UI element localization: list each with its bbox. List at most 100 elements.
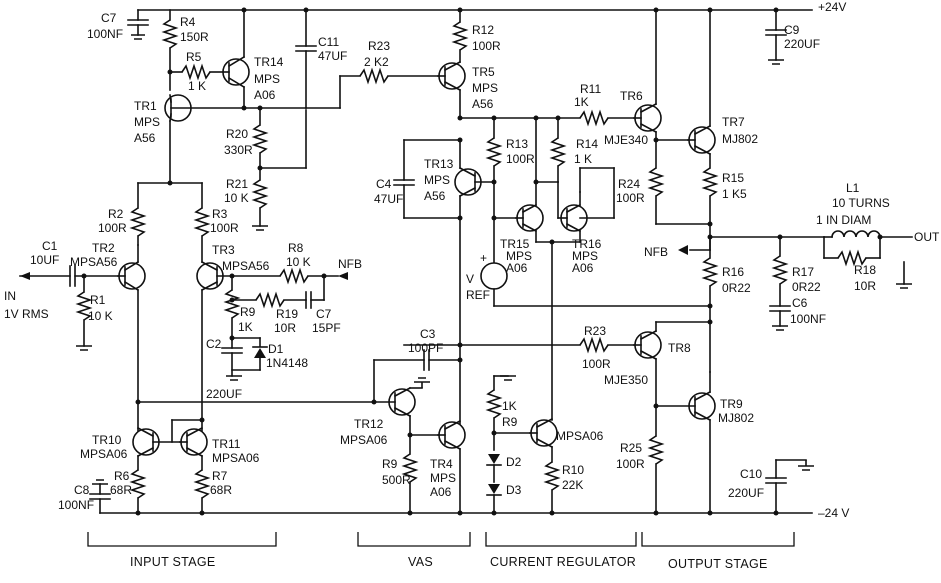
r8-ref: R8: [288, 241, 304, 255]
tr11-ref: TR11: [212, 437, 241, 451]
d3-ref: D3: [506, 483, 522, 497]
capacitor-c6: C6 100NF: [769, 296, 826, 331]
tr15-type1: MPS: [506, 249, 532, 263]
bias-bus: [457, 115, 581, 121]
resistor-r9: R9 1K: [223, 275, 256, 341]
tr15-collector: [533, 117, 539, 206]
r9-vas-value: 500R: [382, 473, 411, 487]
r5-value: 1 K: [188, 79, 206, 93]
c10-value: 220UF: [728, 486, 764, 500]
c3-value: 100PF: [408, 341, 443, 355]
r24-value: 100R: [582, 357, 611, 371]
tr2-type: MPSA56: [70, 255, 118, 269]
capacitor-c7-feedback: C7 15PF: [305, 275, 341, 335]
r9-value: 1K: [238, 320, 253, 334]
tr1-type2: A56: [134, 131, 156, 145]
c7-fb-value: 15PF: [312, 321, 341, 335]
capacitor-c1: C1 10UF: [30, 239, 119, 287]
capacitor-c7-top: C7 100NF: [87, 9, 149, 41]
r9-vas-ref: R9: [382, 457, 398, 471]
d2-ref: D2: [506, 455, 522, 469]
tr6-type: MJE340: [604, 133, 648, 147]
capacitor-c8: C8 100NF: [58, 479, 111, 514]
tr13-ref: TR13: [424, 157, 454, 171]
l1-ref: L1: [846, 181, 860, 195]
resistor-r21: R20 330R: [224, 105, 307, 169]
output-label: OUT: [914, 230, 940, 244]
ground-r10: [493, 375, 516, 381]
resistor-r6: R6 68R: [110, 469, 147, 516]
voltage-reference: + V REF: [466, 217, 711, 307]
r1-ref: R1: [90, 293, 106, 307]
tr12-ref: TR12: [354, 417, 384, 431]
r5-ref: R5: [186, 50, 202, 64]
r16-value: 1 K5: [722, 187, 747, 201]
tr7-ref: TR7: [722, 115, 745, 129]
r25-ref: R24: [618, 177, 640, 191]
r11-value: 22K: [562, 478, 583, 492]
inductor-l1: L1 10 TURNS 1 IN DIAM OUT: [816, 181, 940, 259]
r2-value: 100R: [98, 221, 127, 235]
r10-ref: R9: [502, 415, 518, 429]
transistor-regulator: MPSA06: [529, 417, 604, 463]
transistor-tr9: TR9 MJ802: [655, 371, 754, 516]
section-output: OUTPUT STAGE: [641, 532, 795, 571]
resistor-r13: R12 100R: [451, 7, 501, 63]
tr9-ref: TR9: [720, 397, 743, 411]
r7-value: 68R: [210, 483, 232, 497]
tr16-ref: TR16: [572, 237, 602, 251]
r11-ref: R10: [562, 463, 584, 477]
r26-ref: R25: [620, 441, 642, 455]
r26-value: 100R: [616, 457, 645, 471]
tr13-type2: A56: [424, 189, 446, 203]
r21-value: 330R: [224, 143, 253, 157]
input-label: IN: [4, 289, 16, 303]
transistor-tr5: TR5 MPS A56: [437, 60, 498, 119]
tr16-type1: MPS: [572, 249, 598, 263]
resistor-r23: R23 2 K2: [305, 39, 439, 109]
resistor-r19: R18 10R: [823, 249, 881, 293]
resistor-r9-vas: R9 500R: [382, 434, 419, 516]
r18-ref: R17: [792, 265, 814, 279]
r17-value: 0R22: [722, 281, 751, 295]
rail-neg-label: –24 V: [818, 506, 849, 520]
r20-value: 10R: [274, 321, 296, 335]
resistor-r24: R23 100R: [403, 324, 635, 371]
tr4-type2: A06: [430, 485, 452, 499]
c4-value: 47UF: [374, 192, 403, 206]
c1-ref: C1: [42, 239, 58, 253]
capacitor-c4: C4 47UF: [374, 137, 463, 219]
capacitor-c9: C9 220UF: [765, 7, 820, 65]
tr15-type2: A06: [506, 261, 528, 275]
tr10-type: MPSA06: [80, 447, 128, 461]
r25-value: 100R: [616, 191, 645, 205]
r6-ref: R6: [114, 469, 130, 483]
transistor-tr7: TR7 MJ802: [687, 7, 758, 169]
tr4-type1: MPS: [430, 471, 456, 485]
section-vas-label: VAS: [408, 555, 433, 569]
r3-value: 100R: [210, 221, 239, 235]
resistor-r10: 1K R9: [485, 375, 531, 451]
r23-value: 2 K2: [364, 55, 389, 69]
r23-ref: R23: [368, 39, 390, 53]
r12-ref: R11: [580, 82, 601, 96]
transistor-tr6: TR6 MJE340: [604, 7, 689, 147]
resistor-r5: R5 1 K: [167, 50, 225, 93]
r19-value: 10R: [854, 279, 876, 293]
capacitor-c2: C2 220UF: [206, 337, 261, 401]
r20-ref: R19: [276, 307, 298, 321]
c2-value: 220UF: [206, 387, 242, 401]
transistor-tr13: TR13 MPS A56: [424, 139, 497, 436]
resistor-r3: R3 100R: [193, 182, 239, 263]
r4-ref: R4: [180, 15, 196, 29]
c1-value: 10UF: [30, 253, 59, 267]
r1-value: 10 K: [88, 309, 113, 323]
resistor-r18: R17 0R22: [771, 236, 821, 307]
capacitor-c3: C3 100PF: [371, 327, 463, 405]
capacitor-c10: C10 220UF: [728, 459, 814, 516]
tr7-type: MJ802: [722, 132, 758, 146]
r13-ref: R12: [472, 23, 494, 37]
resistor-r20: R19 10R: [231, 291, 307, 335]
r10-value: 1K: [502, 399, 517, 413]
tr6-ref: TR6: [620, 89, 643, 103]
